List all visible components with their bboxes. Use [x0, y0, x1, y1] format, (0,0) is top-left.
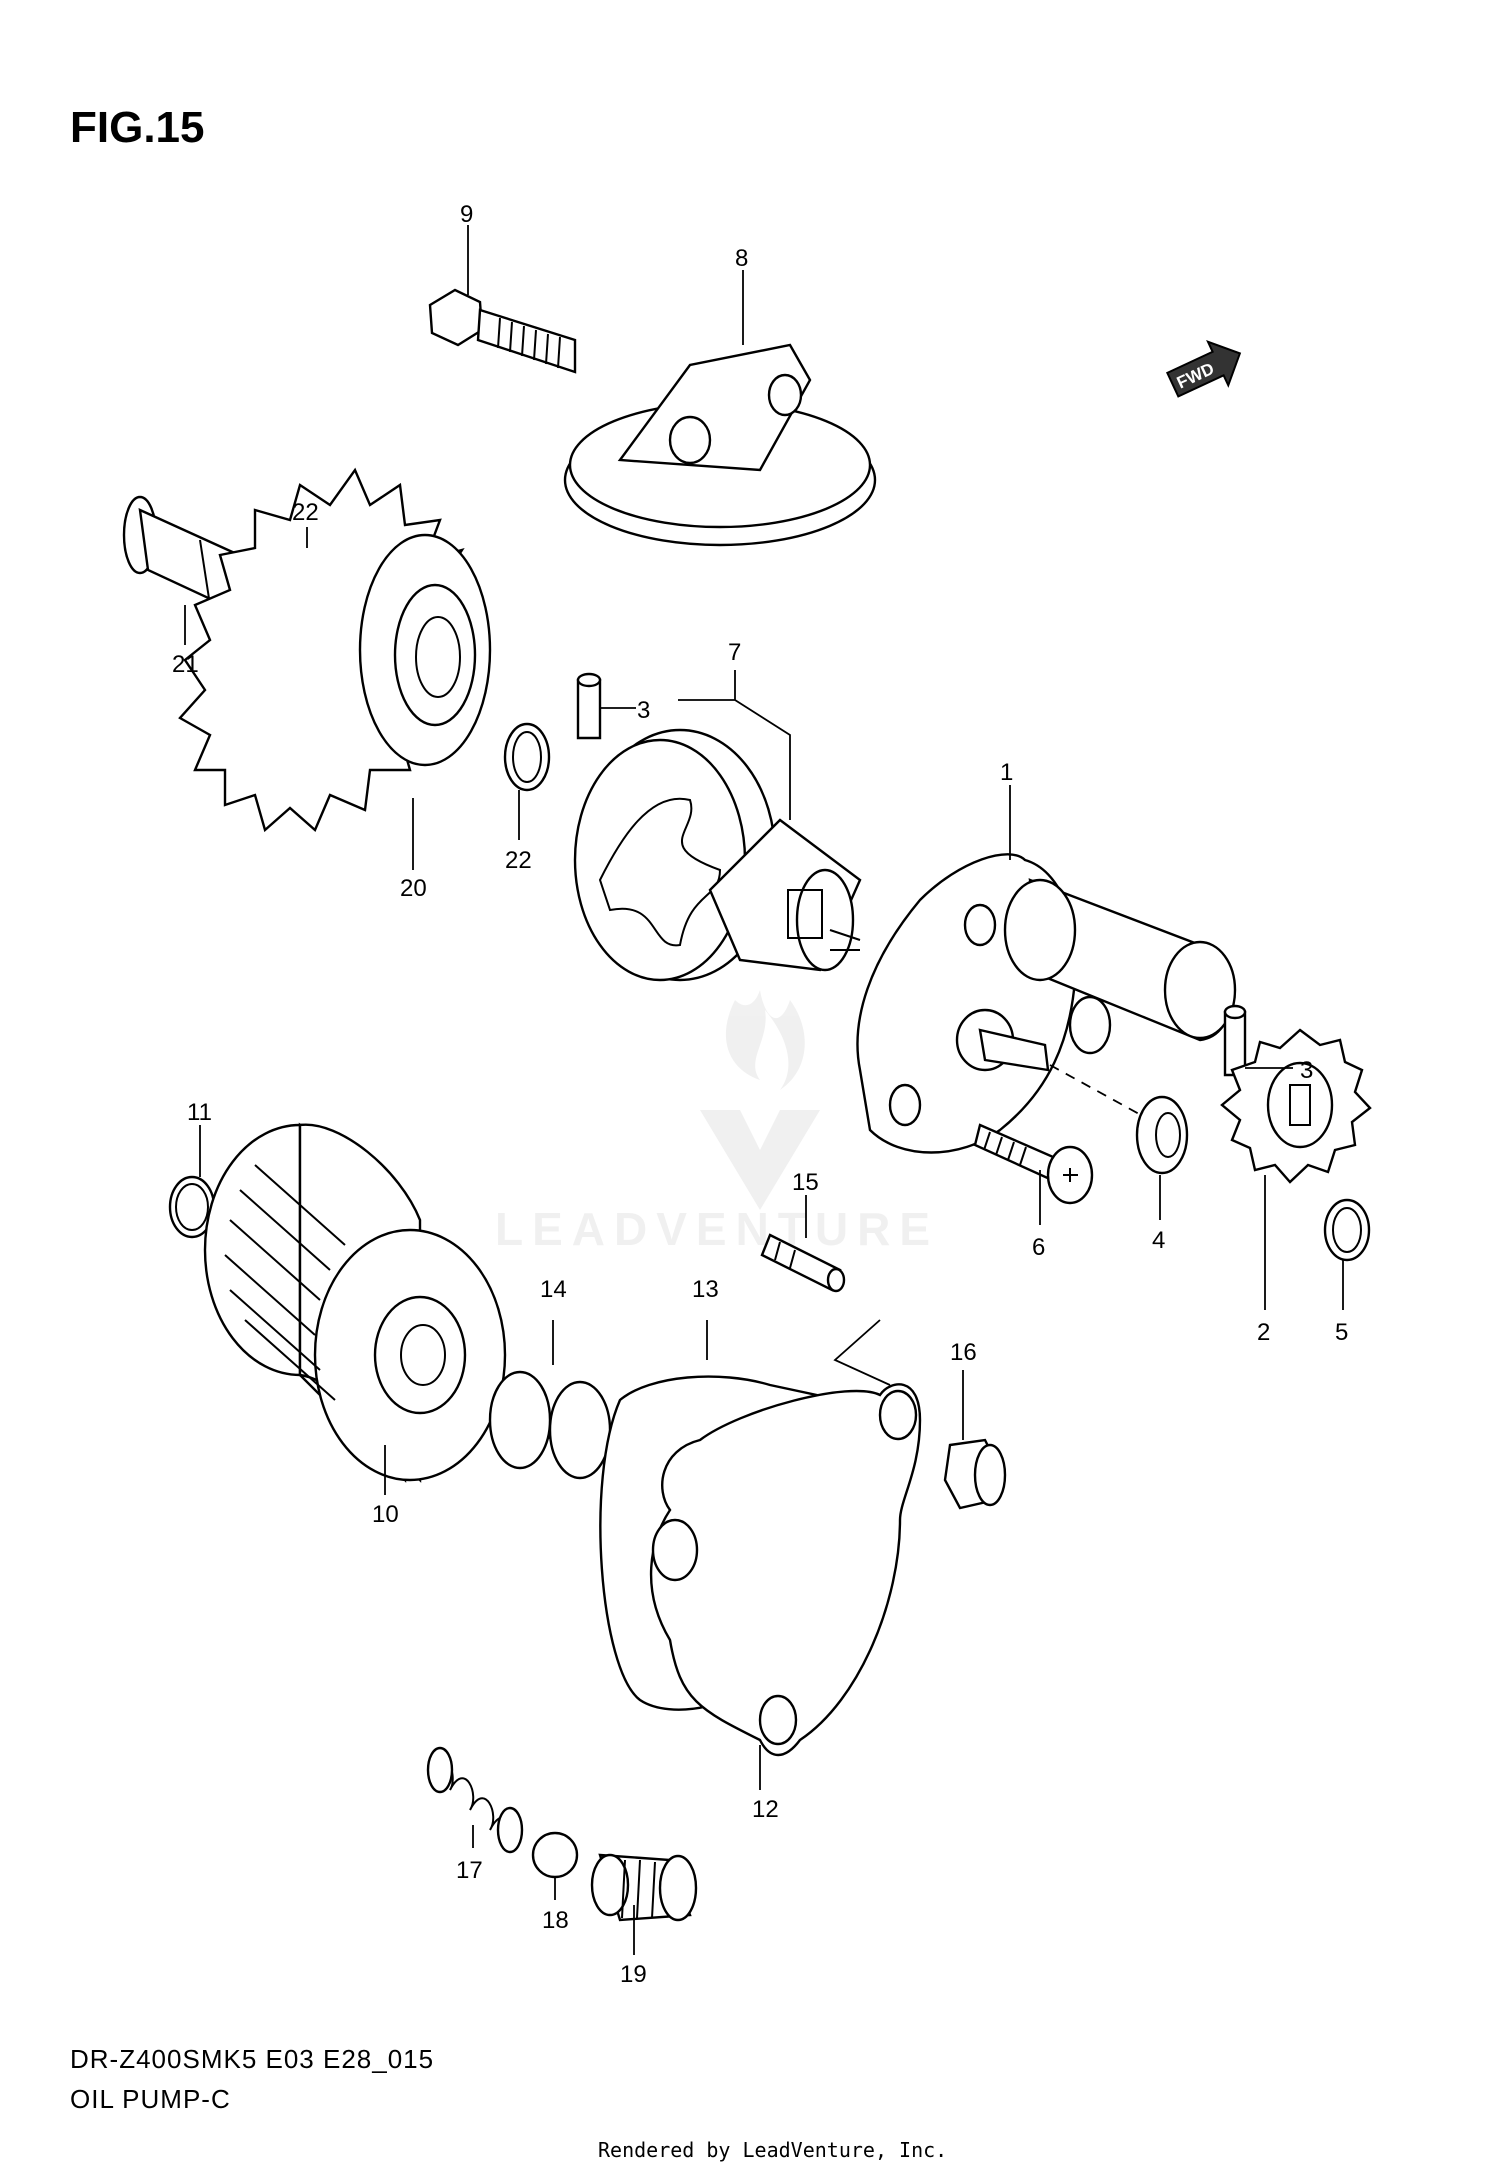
callout-21: 21 [172, 651, 199, 678]
part-5-circlip [1323, 1198, 1371, 1262]
callout-labels: 1 2 3 3 4 5 6 7 8 9 10 11 12 13 14 15 16… [172, 201, 1348, 1988]
svg-text:LEADVENTURE: LEADVENTURE [495, 1203, 939, 1255]
part-19-plug [590, 1853, 698, 1922]
part-16-cap-nut [943, 1438, 1007, 1510]
part-18-ball [531, 1831, 579, 1879]
callout-18: 18 [542, 1907, 569, 1934]
part-6-screw [973, 1123, 1094, 1205]
part-14-spring [488, 1370, 612, 1480]
callout-12: 12 [752, 1796, 779, 1823]
part-8-oil-pump-cover [563, 343, 877, 547]
callout-22-upper: 22 [292, 499, 319, 526]
figure-title: FIG.15 [70, 103, 205, 152]
callout-19: 19 [620, 1961, 647, 1988]
callout-20: 20 [400, 875, 427, 902]
part-12-oil-filter-cap [649, 1319, 922, 1757]
part-7-rotor-set [573, 728, 862, 982]
callout-13: 13 [692, 1276, 719, 1303]
callout-11: 11 [187, 1099, 212, 1126]
callout-8: 8 [735, 245, 748, 272]
fwd-arrow-icon: FWD [1165, 340, 1242, 398]
part-9-bolt [428, 288, 577, 374]
callout-1: 1 [1000, 759, 1013, 786]
model-code: DR-Z400SMK5 E03 E28_015 [70, 2044, 434, 2074]
callout-16: 16 [950, 1339, 977, 1366]
callout-15: 15 [792, 1169, 819, 1196]
section-name: OIL PUMP-C [70, 2084, 231, 2114]
part-4-washer [1135, 1095, 1189, 1175]
callout-6: 6 [1032, 1234, 1045, 1261]
callout-7: 7 [728, 639, 741, 666]
leader-lines [184, 225, 1344, 1955]
callout-22-lower: 22 [505, 847, 532, 874]
part-1-oil-pump-body [829, 853, 1237, 1154]
part-3-dowel-pin-right [1223, 1004, 1247, 1077]
callout-5: 5 [1335, 1319, 1348, 1346]
part-17-spring [426, 1746, 524, 1854]
callout-14: 14 [540, 1276, 567, 1303]
part-3-dowel-pin-upper [576, 672, 602, 740]
callout-4: 4 [1152, 1227, 1165, 1254]
part-11-o-ring [168, 1175, 216, 1239]
callout-17: 17 [456, 1857, 483, 1884]
callout-2: 2 [1257, 1319, 1270, 1346]
callout-3-upper: 3 [637, 697, 650, 724]
part-15-dowel-pin [760, 1233, 846, 1293]
rendered-by-credit: Rendered by LeadVenture, Inc. [598, 2138, 947, 2162]
part-22-circlip-lower [503, 722, 551, 792]
callout-9: 9 [460, 201, 473, 228]
part-20-gear [178, 467, 492, 833]
callout-3-right: 3 [1300, 1057, 1313, 1084]
part-10-oil-filter [203, 1122, 507, 1483]
leadventure-watermark: LEADVENTURE [495, 990, 939, 1255]
callout-10: 10 [372, 1501, 399, 1528]
